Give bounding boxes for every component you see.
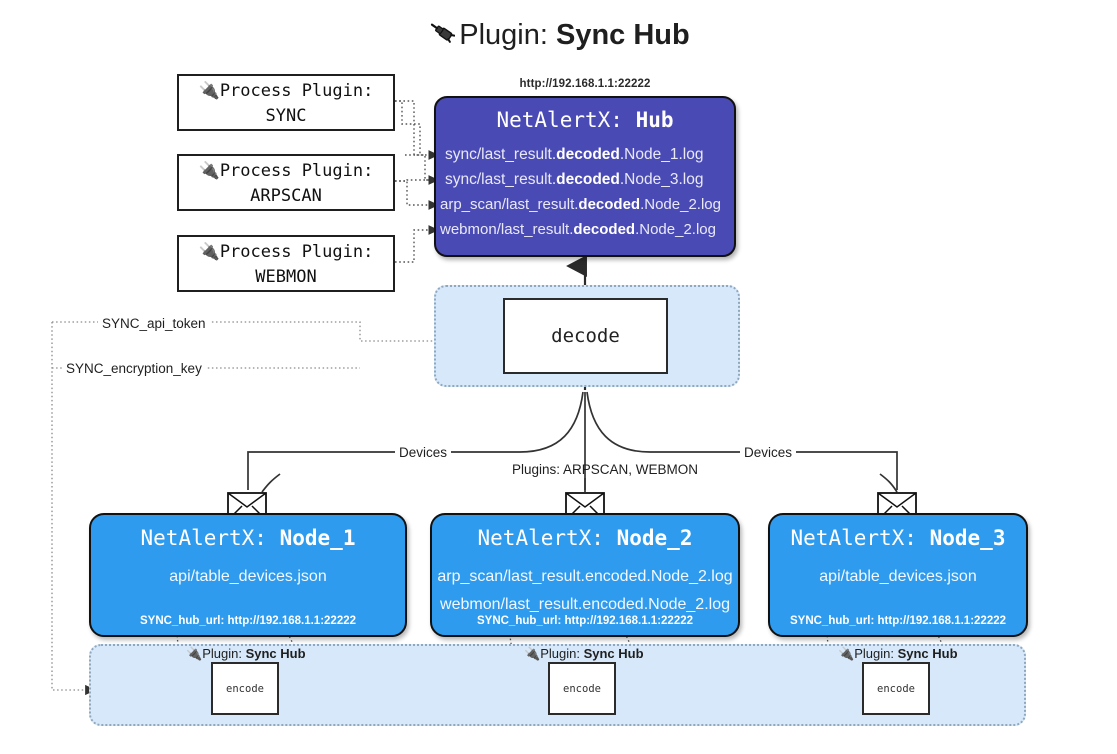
node-2-footer: SYNC_hub_url: http://192.168.1.1:22222 bbox=[476, 615, 694, 627]
process-plugin-arpscan[interactable]: 🔌Process Plugin: ARPSCAN bbox=[177, 154, 395, 211]
node-2-lines: arp_scan/last_result.encoded.Node_2.log … bbox=[432, 563, 738, 619]
hub-url-label: http://192.168.1.1:22222 bbox=[519, 78, 651, 90]
plug-icon: 🔌 bbox=[186, 646, 203, 661]
node-1-footer: SYNC_hub_url: http://192.168.1.1:22222 bbox=[139, 615, 357, 627]
node-line: arp_scan/last_result.encoded.Node_2.log bbox=[437, 568, 733, 585]
process-plugin-sync[interactable]: 🔌Process Plugin: SYNC bbox=[177, 74, 395, 131]
hub-log-line: arp_scan/last_result.decoded.Node_2.log bbox=[440, 196, 721, 213]
node-3-footer: SYNC_hub_url: http://192.168.1.1:22222 bbox=[789, 615, 1007, 627]
plug-icon bbox=[427, 18, 456, 52]
process-plugin-sync-line2: SYNC bbox=[265, 106, 307, 126]
node-line: api/table_devices.json bbox=[819, 568, 977, 585]
page-title-prefix: Plugin: bbox=[459, 19, 548, 51]
node-card-1[interactable]: NetAlertX: Node_1 api/table_devices.json… bbox=[89, 513, 407, 637]
hub-log-line: sync/last_result.decoded.Node_1.log bbox=[445, 146, 704, 163]
hub-log-list: sync/last_result.decoded.Node_1.log sync… bbox=[436, 142, 734, 242]
process-plugin-webmon-line2: WEBMON bbox=[255, 267, 317, 287]
node-line: webmon/last_result.encoded.Node_2.log bbox=[440, 596, 730, 613]
page-title-name: Sync Hub bbox=[555, 19, 690, 51]
devices-label-left: Devices bbox=[395, 445, 452, 460]
page-title: Plugin: Sync Hub bbox=[0, 18, 1117, 52]
plugins-label-center: Plugins: ARPSCAN, WEBMON bbox=[512, 462, 699, 477]
encode-box-3[interactable]: encode bbox=[862, 662, 930, 715]
encoder-2-label: 🔌Plugin: Sync Hub bbox=[524, 646, 644, 661]
encoder-1-label: 🔌Plugin: Sync Hub bbox=[186, 646, 306, 661]
plug-icon: 🔌 bbox=[524, 646, 541, 661]
decode-box[interactable]: decode bbox=[503, 298, 668, 374]
plug-icon: 🔌 bbox=[198, 242, 220, 262]
devices-label-right: Devices bbox=[740, 445, 797, 460]
node-3-lines: api/table_devices.json bbox=[770, 563, 1026, 591]
process-plugin-webmon-line1: 🔌Process Plugin: bbox=[198, 242, 374, 262]
sync-encryption-key-label: SYNC_encryption_key bbox=[62, 361, 206, 376]
node-1-lines: api/table_devices.json bbox=[91, 563, 405, 591]
encoder-3-label: 🔌Plugin: Sync Hub bbox=[838, 646, 958, 661]
node-line: api/table_devices.json bbox=[169, 568, 327, 585]
node-3-title: NetAlertX: Node_3 bbox=[790, 526, 1006, 550]
plug-icon: 🔌 bbox=[198, 81, 220, 101]
sync-api-token-label: SYNC_api_token bbox=[98, 316, 210, 331]
encode-box-2[interactable]: encode bbox=[548, 662, 616, 715]
plug-icon: 🔌 bbox=[198, 161, 220, 181]
hub-title: NetAlertX: Hub bbox=[496, 108, 674, 132]
node-1-title: NetAlertX: Node_1 bbox=[140, 526, 356, 550]
hub-node-card[interactable]: NetAlertX: Hub sync/last_result.decoded.… bbox=[434, 96, 736, 257]
hub-log-line: sync/last_result.decoded.Node_3.log bbox=[445, 171, 704, 188]
process-plugin-webmon[interactable]: 🔌Process Plugin: WEBMON bbox=[177, 235, 395, 292]
hub-log-line: webmon/last_result.decoded.Node_2.log bbox=[440, 221, 716, 238]
process-plugin-arpscan-line1: 🔌Process Plugin: bbox=[198, 161, 374, 181]
node-card-3[interactable]: NetAlertX: Node_3 api/table_devices.json… bbox=[768, 513, 1028, 637]
process-plugin-sync-line1: 🔌Process Plugin: bbox=[198, 81, 374, 101]
process-plugin-arpscan-line2: ARPSCAN bbox=[250, 186, 322, 206]
node-2-title: NetAlertX: Node_2 bbox=[477, 526, 693, 550]
encode-box-1[interactable]: encode bbox=[211, 662, 279, 715]
plug-icon: 🔌 bbox=[838, 646, 855, 661]
node-card-2[interactable]: NetAlertX: Node_2 arp_scan/last_result.e… bbox=[430, 513, 740, 637]
